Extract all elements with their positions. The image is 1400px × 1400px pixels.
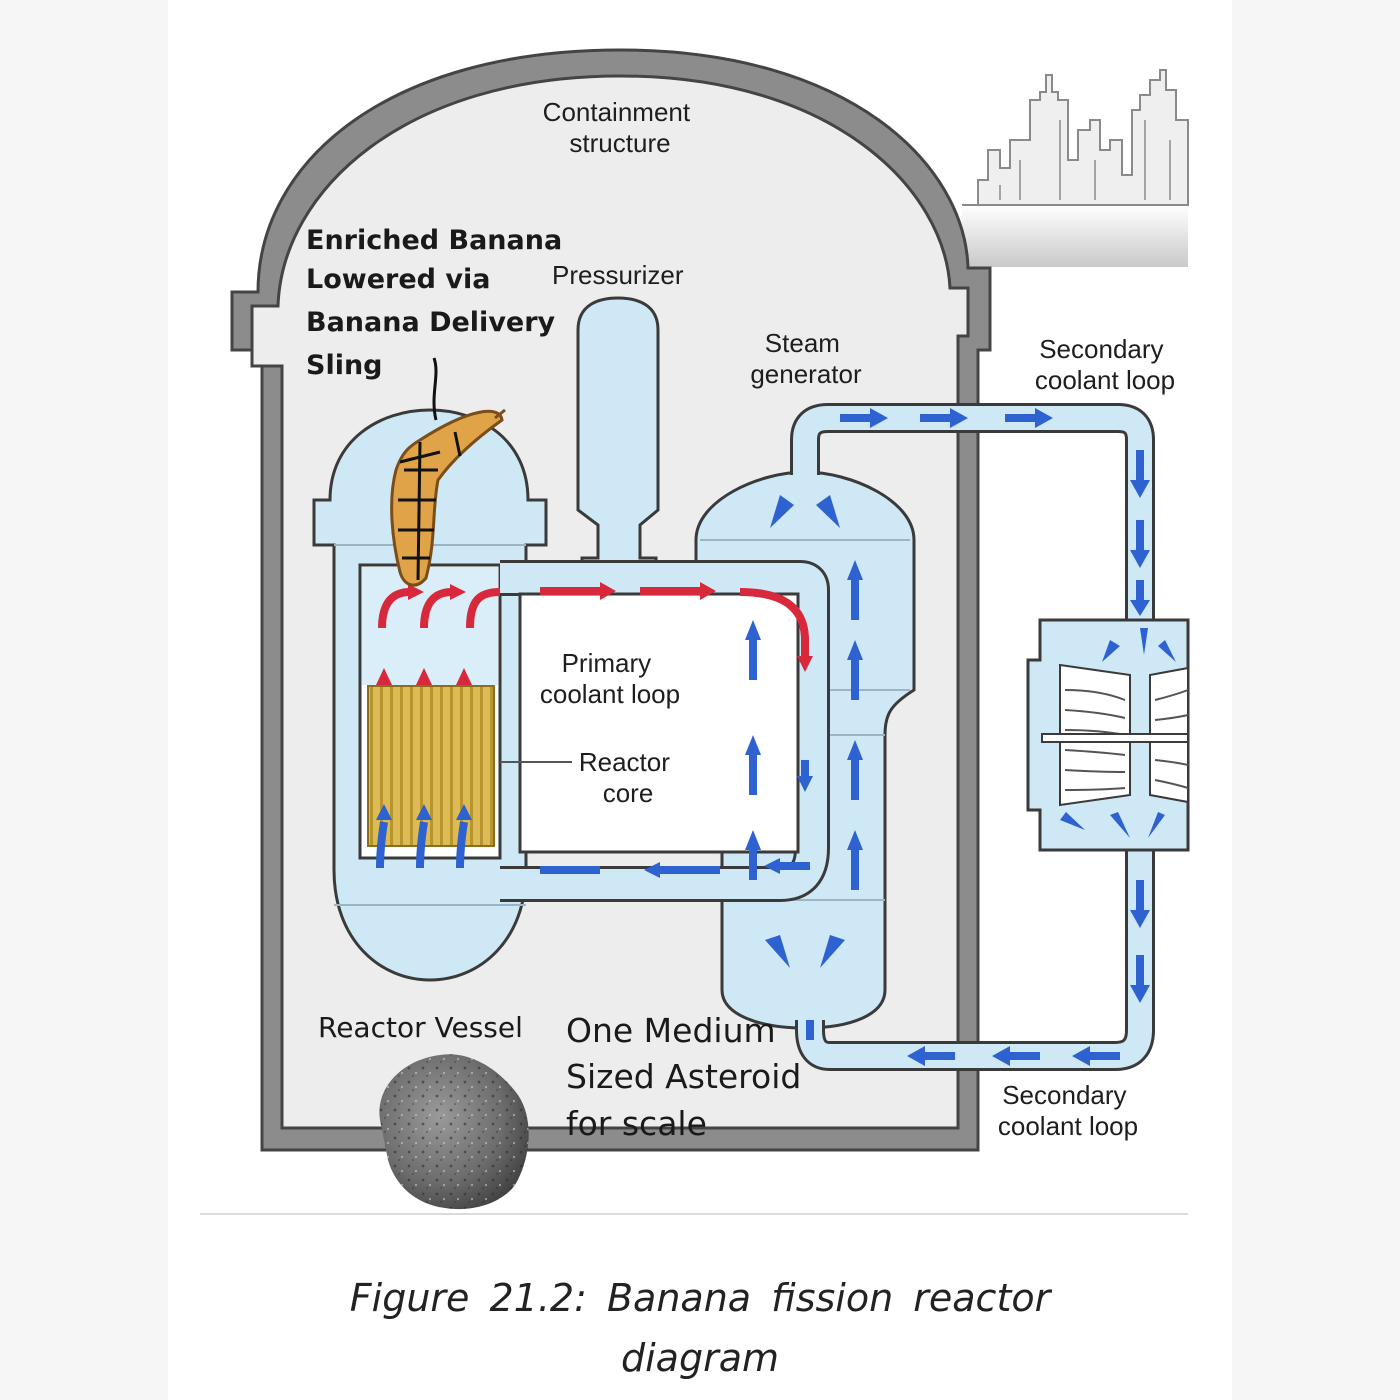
primary-loop-cold xyxy=(540,858,810,878)
primary-loop-label: Primary coolant loop xyxy=(540,648,680,709)
figure-caption: Figure 21.2: Banana fission reactor diag… xyxy=(168,1268,1232,1388)
secondary-coolant-loop xyxy=(790,403,1155,1071)
reactor-core-label: Reactor core xyxy=(579,747,677,808)
pressurizer-label: Pressurizer xyxy=(552,260,684,290)
steam-generator-label: Steam generator xyxy=(750,328,862,389)
caption-line-2: diagram xyxy=(620,1336,779,1380)
asteroid-label: One Medium Sized Asteroid for scale xyxy=(566,1011,812,1143)
reactor-vessel-label: Reactor Vessel xyxy=(318,1011,523,1044)
steam-generator-arrows xyxy=(745,495,863,968)
banana-icon xyxy=(390,357,506,587)
secondary-loop-top-label: Secondary coolant loop xyxy=(1035,334,1175,395)
primary-loop-hot xyxy=(500,560,830,902)
asteroid-icon xyxy=(379,1054,529,1210)
caption-line-1: Figure 21.2: Banana fission reactor xyxy=(349,1276,1051,1320)
core-flow-arrows xyxy=(376,584,501,869)
secondary-loop-bottom-label: Secondary coolant loop xyxy=(998,1080,1138,1141)
banana-label: Enriched Banana Lowered via Banana Deliv… xyxy=(306,225,572,381)
containment-label: Containment structure xyxy=(543,97,698,158)
city-skyline-icon xyxy=(962,69,1189,267)
reactor-diagram: Containment structure Enriched Banana Lo… xyxy=(200,48,1190,1215)
turbine-icon xyxy=(1026,618,1190,852)
